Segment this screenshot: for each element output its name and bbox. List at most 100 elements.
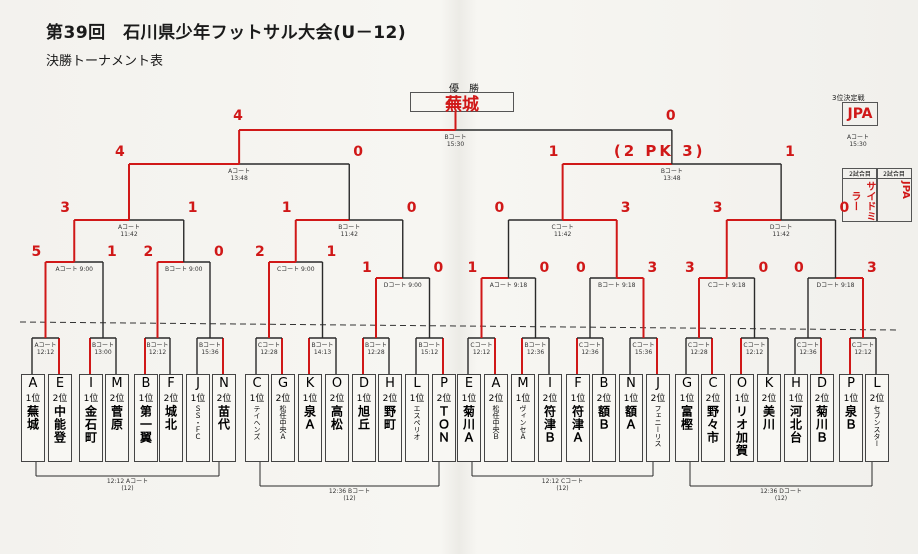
score-left: 0 [494,200,505,216]
team-rank: 2位 [761,394,777,404]
team-box: H 1位河北台 [784,374,808,462]
score-left: 1 [281,200,292,216]
team-group-letter: L [413,376,421,391]
score-left: 4 [233,108,243,124]
team-name: 菊川Ｂ [814,405,829,444]
third-place-entry-name: サイドミラー [849,181,875,221]
team-box: H 2位野町 [378,374,402,462]
team-name: 額Ｂ [596,405,611,431]
team-rank: 2位 [275,394,291,404]
team-name: フェニーリス [654,405,662,447]
team-rank: 1位 [843,394,859,404]
team-group-letter: F [574,376,582,391]
page-subtitle: 決勝トーナメント表 [46,54,164,69]
third-place-label: 3位決定戦 [832,94,865,102]
team-group-letter: A [28,376,38,391]
match-label: Cコート 12:36 [796,342,820,356]
team-rank: 1位 [138,394,154,404]
match-label: Bコート 14:13 [311,342,334,356]
team-rank: 2位 [109,394,125,404]
team-group-letter: O [736,376,748,391]
team-group-letter: J [656,376,660,391]
team-group-letter: N [219,376,229,391]
score-right: 0 [214,244,224,260]
team-group-letter: L [873,376,881,391]
score-left: 1 [362,260,372,276]
team-name: ヴィンセＡ [519,405,527,440]
score-right: 1 [187,200,198,216]
match-label: Bコート 13:48 [660,168,683,182]
team-group-letter: H [385,376,395,391]
score-left: 2 [255,244,265,260]
team-name: 符津Ｂ [542,405,557,444]
score-left: 5 [31,244,42,260]
match-label: Bコート 9:18 [598,282,636,289]
team-name: エスペリオ [413,405,421,440]
score-left: 3 [60,200,70,216]
team-name: 河北台 [788,405,803,444]
group-label: 12:12 Aコート (12) [106,478,149,492]
score-right: 1 [107,244,117,260]
team-rank: 2位 [382,394,398,404]
team-rank: 1位 [570,394,586,404]
team-rank: 2位 [705,394,721,404]
team-name: 高松 [329,405,344,431]
match-label: Aコート 11:42 [117,224,141,238]
team-name: 美川 [761,405,776,431]
team-group-letter: I [89,376,93,391]
team-rank: 2位 [329,394,345,404]
match-label: Dコート 9:00 [383,282,422,289]
team-name: 野町 [382,405,397,431]
team-rank: 1位 [788,394,804,404]
team-name: セブンスター [873,405,881,447]
team-group-letter: D [358,376,369,391]
team-group-letter: J [196,376,200,391]
third-place-time: Aコート 15:30 [846,134,870,148]
team-box: K 2位美川 [757,374,781,462]
group-label: 12:36 Dコート (12) [760,488,802,502]
team-name: 第一翼 [138,405,153,444]
team-rank: 2位 [163,394,179,404]
team-group-letter: G [681,376,693,391]
group-label: 12:12 Cコート (12) [541,478,584,492]
team-rank: 1位 [409,394,425,404]
team-group-letter: P [847,376,855,391]
champion-box: 蕪城 [410,92,514,115]
match-label: Dコート 9:18 [816,282,855,289]
team-group-letter: D [816,376,827,391]
team-box: L 1位エスペリオ [405,374,429,462]
team-group-letter: E [464,376,474,391]
team-group-letter: H [791,376,801,391]
team-name: リオ加賀 [734,405,749,457]
match-label: Bコート 13:00 [91,342,115,356]
match-label: Bコート 11:42 [338,224,361,238]
team-group-letter: P [440,376,448,391]
team-rank: 2位 [436,394,452,404]
score-right: 0 [353,144,363,160]
team-group-letter: M [517,376,529,391]
third-place-entry-2: 2試合目 JPA [876,168,912,222]
team-box: O 1位リオ加賀 [730,374,754,462]
team-rank: 1位 [734,394,750,404]
pk-score: (2 PK 3) [613,142,706,160]
team-rank: 1位 [356,394,372,404]
page-title: 第39回 石川県少年フットサル大会(U－12) [46,23,407,43]
team-rank: 2位 [869,394,885,404]
third-place-entry-1: 2試合目 サイドミラー [842,168,878,222]
team-group-letter: K [764,376,774,391]
match-label: Bコート 12:12 [146,342,169,356]
team-name: 中能登 [52,405,67,444]
